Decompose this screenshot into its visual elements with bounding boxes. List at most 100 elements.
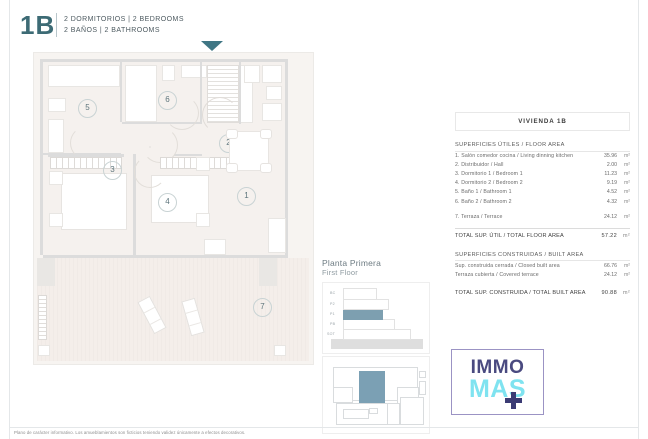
site-detail-c [369, 408, 378, 414]
building-elevation-diagram: BC P2 P1 PB SOT [322, 282, 430, 354]
room-marker-6: 6 [158, 91, 177, 110]
spec-row-value: 4.52 [606, 189, 617, 196]
spec-row: 3. Dormitorio 1 / Bedroom 1 11.23 m² [455, 170, 630, 179]
spec-row-label: Terraza cubierta / Covered terrace [455, 271, 539, 278]
site-plan-diagram [322, 356, 430, 434]
logo-text-immo: IMMO [470, 357, 525, 378]
specifications-table: VIVIENDA 1B SUPERFICIES ÚTILES / FLOOR A… [455, 112, 630, 297]
spec-total-label: TOTAL SUP. ÚTIL / TOTAL FLOOR AREA [455, 233, 564, 240]
spec-row-unit: m² [623, 189, 630, 196]
spec-row-value: 2.00 [606, 162, 617, 169]
left-border-rule [9, 0, 10, 439]
unit-code: 1B [20, 10, 56, 40]
terrace-spacer [149, 146, 151, 148]
spec-row-unit: m² [623, 180, 630, 187]
elevation-floor-bc [343, 288, 377, 300]
spec-row-label: 5. Baño 1 / Bathroom 1 [455, 189, 512, 196]
dining-chair-c [226, 163, 238, 173]
dining-chair-b [260, 129, 272, 139]
wall-stair-right [239, 62, 241, 124]
spec-total-built-area: TOTAL SUP. CONSTRUIDA / TOTAL BUILT AREA… [455, 288, 630, 297]
spec-row-value: 11.23 [604, 171, 617, 178]
site-detail-b [419, 381, 426, 395]
spec-row-value: 66.76 [604, 262, 617, 269]
spec-total-unit: m² [622, 233, 630, 240]
spec-row: 6. Baño 2 / Bathroom 2 4.32 m² [455, 197, 630, 206]
site-block-upper-left [333, 387, 353, 403]
door-swing-bath6 [165, 96, 199, 130]
plus-icon [505, 392, 522, 409]
room-marker-5: 5 [78, 99, 97, 118]
bedroom4-nightstand-b [196, 213, 210, 227]
site-highlighted-unit [359, 371, 385, 404]
wall-left [40, 59, 43, 255]
spec-row-label: 2. Distribuidor / Hall [455, 162, 504, 169]
spec-row-label: 3. Dormitorio 1 / Bedroom 1 [455, 171, 523, 178]
bath5-wc [48, 98, 66, 112]
living-sofa [268, 218, 286, 253]
door-swing-entry [202, 97, 238, 133]
spec-total-value: 90.88 [601, 289, 617, 296]
bath6-vanity [181, 65, 207, 78]
door-swing-bed4 [134, 156, 166, 188]
spec-row-unit: m² [623, 162, 630, 169]
wall-terrace-top [43, 255, 288, 258]
spec-total-unit: m² [622, 289, 630, 296]
elevation-label-p1: P1 [330, 312, 335, 316]
spec-title: VIVIENDA 1B [455, 112, 630, 131]
room-marker-1: 1 [237, 187, 256, 206]
right-border-rule [638, 0, 639, 439]
kitchen-sink [266, 86, 282, 100]
spec-section-floor-area: SUPERFICIES ÚTILES / FLOOR AREA [455, 142, 630, 152]
elevation-floor-sot [343, 329, 411, 340]
elevation-label-sot: SOT [327, 332, 335, 336]
floor-block-title: Planta Primera [322, 258, 382, 268]
spec-row-label: 4. Dormitorio 2 / Bedroom 2 [455, 180, 523, 187]
bedroom4-closet [160, 157, 230, 169]
bedroom3-nightstand-b [49, 213, 63, 227]
spec-row-unit: m² [623, 153, 630, 160]
wall-right [285, 59, 288, 255]
spec-section-built-area: SUPERFICIES CONSTRUIDAS / BUILT AREA [455, 252, 630, 262]
footer-divider [9, 427, 639, 428]
living-unit [204, 239, 226, 255]
site-detail-a [419, 371, 426, 378]
wall-bed3-right [133, 154, 136, 255]
unit-bathrooms-line: 2 BAÑOS | 2 BATHROOMS [64, 27, 160, 35]
kitchen-unit-a [244, 65, 260, 83]
terrace-pillar-left [37, 258, 55, 286]
unit-description: 2 DORMITORIOS | 2 BEDROOMS 2 BAÑOS | 2 B… [64, 14, 184, 37]
spec-row-label: 6. Baño 2 / Bathroom 2 [455, 198, 512, 205]
bedroom4-nightstand-a [196, 157, 210, 171]
spec-row: 2. Distribuidor / Hall 2.00 m² [455, 161, 630, 170]
bath6-wc [162, 65, 175, 81]
spec-row-value: 24.12 [604, 213, 617, 220]
spec-row-value: 9.19 [606, 180, 617, 187]
spec-total-floor-area: TOTAL SUP. ÚTIL / TOTAL FLOOR AREA 57.22… [455, 228, 630, 241]
elevation-floor-p1-active [343, 309, 383, 320]
wall-hall-bottom [174, 154, 202, 156]
spec-row: Terraza cubierta / Covered terrace 24.12… [455, 270, 630, 279]
dining-chair-d [260, 163, 272, 173]
spec-row: 1. Salón comedor cocina / Living dinning… [455, 152, 630, 161]
terrace-planter-left [38, 345, 50, 356]
elevation-floor-pb [343, 319, 395, 330]
bath5-vanity [48, 65, 120, 87]
room-marker-7: 7 [253, 298, 272, 317]
kitchen-unit-b [262, 65, 282, 83]
unit-bedrooms-line: 2 DORMITORIOS | 2 BEDROOMS [64, 16, 184, 23]
elevation-label-p2: P2 [330, 302, 335, 306]
spec-row-unit: m² [623, 262, 630, 269]
terrace-pillar-right [259, 258, 277, 286]
floor-plan-drawing: 5 6 2 3 4 [33, 52, 314, 365]
wall-top [40, 59, 288, 62]
elevation-label-pb: PB [330, 322, 336, 326]
spec-row-unit: m² [623, 271, 630, 278]
site-pool [343, 409, 369, 419]
wall-bath6-right [200, 62, 202, 124]
elevation-floor-p2 [343, 299, 389, 310]
spec-row-terrace: 7. Terraza / Terrace 24.12 m² [455, 212, 630, 221]
wall-bed3-top [48, 154, 124, 157]
spec-row-label: 1. Salón comedor cocina / Living dinning… [455, 153, 574, 160]
